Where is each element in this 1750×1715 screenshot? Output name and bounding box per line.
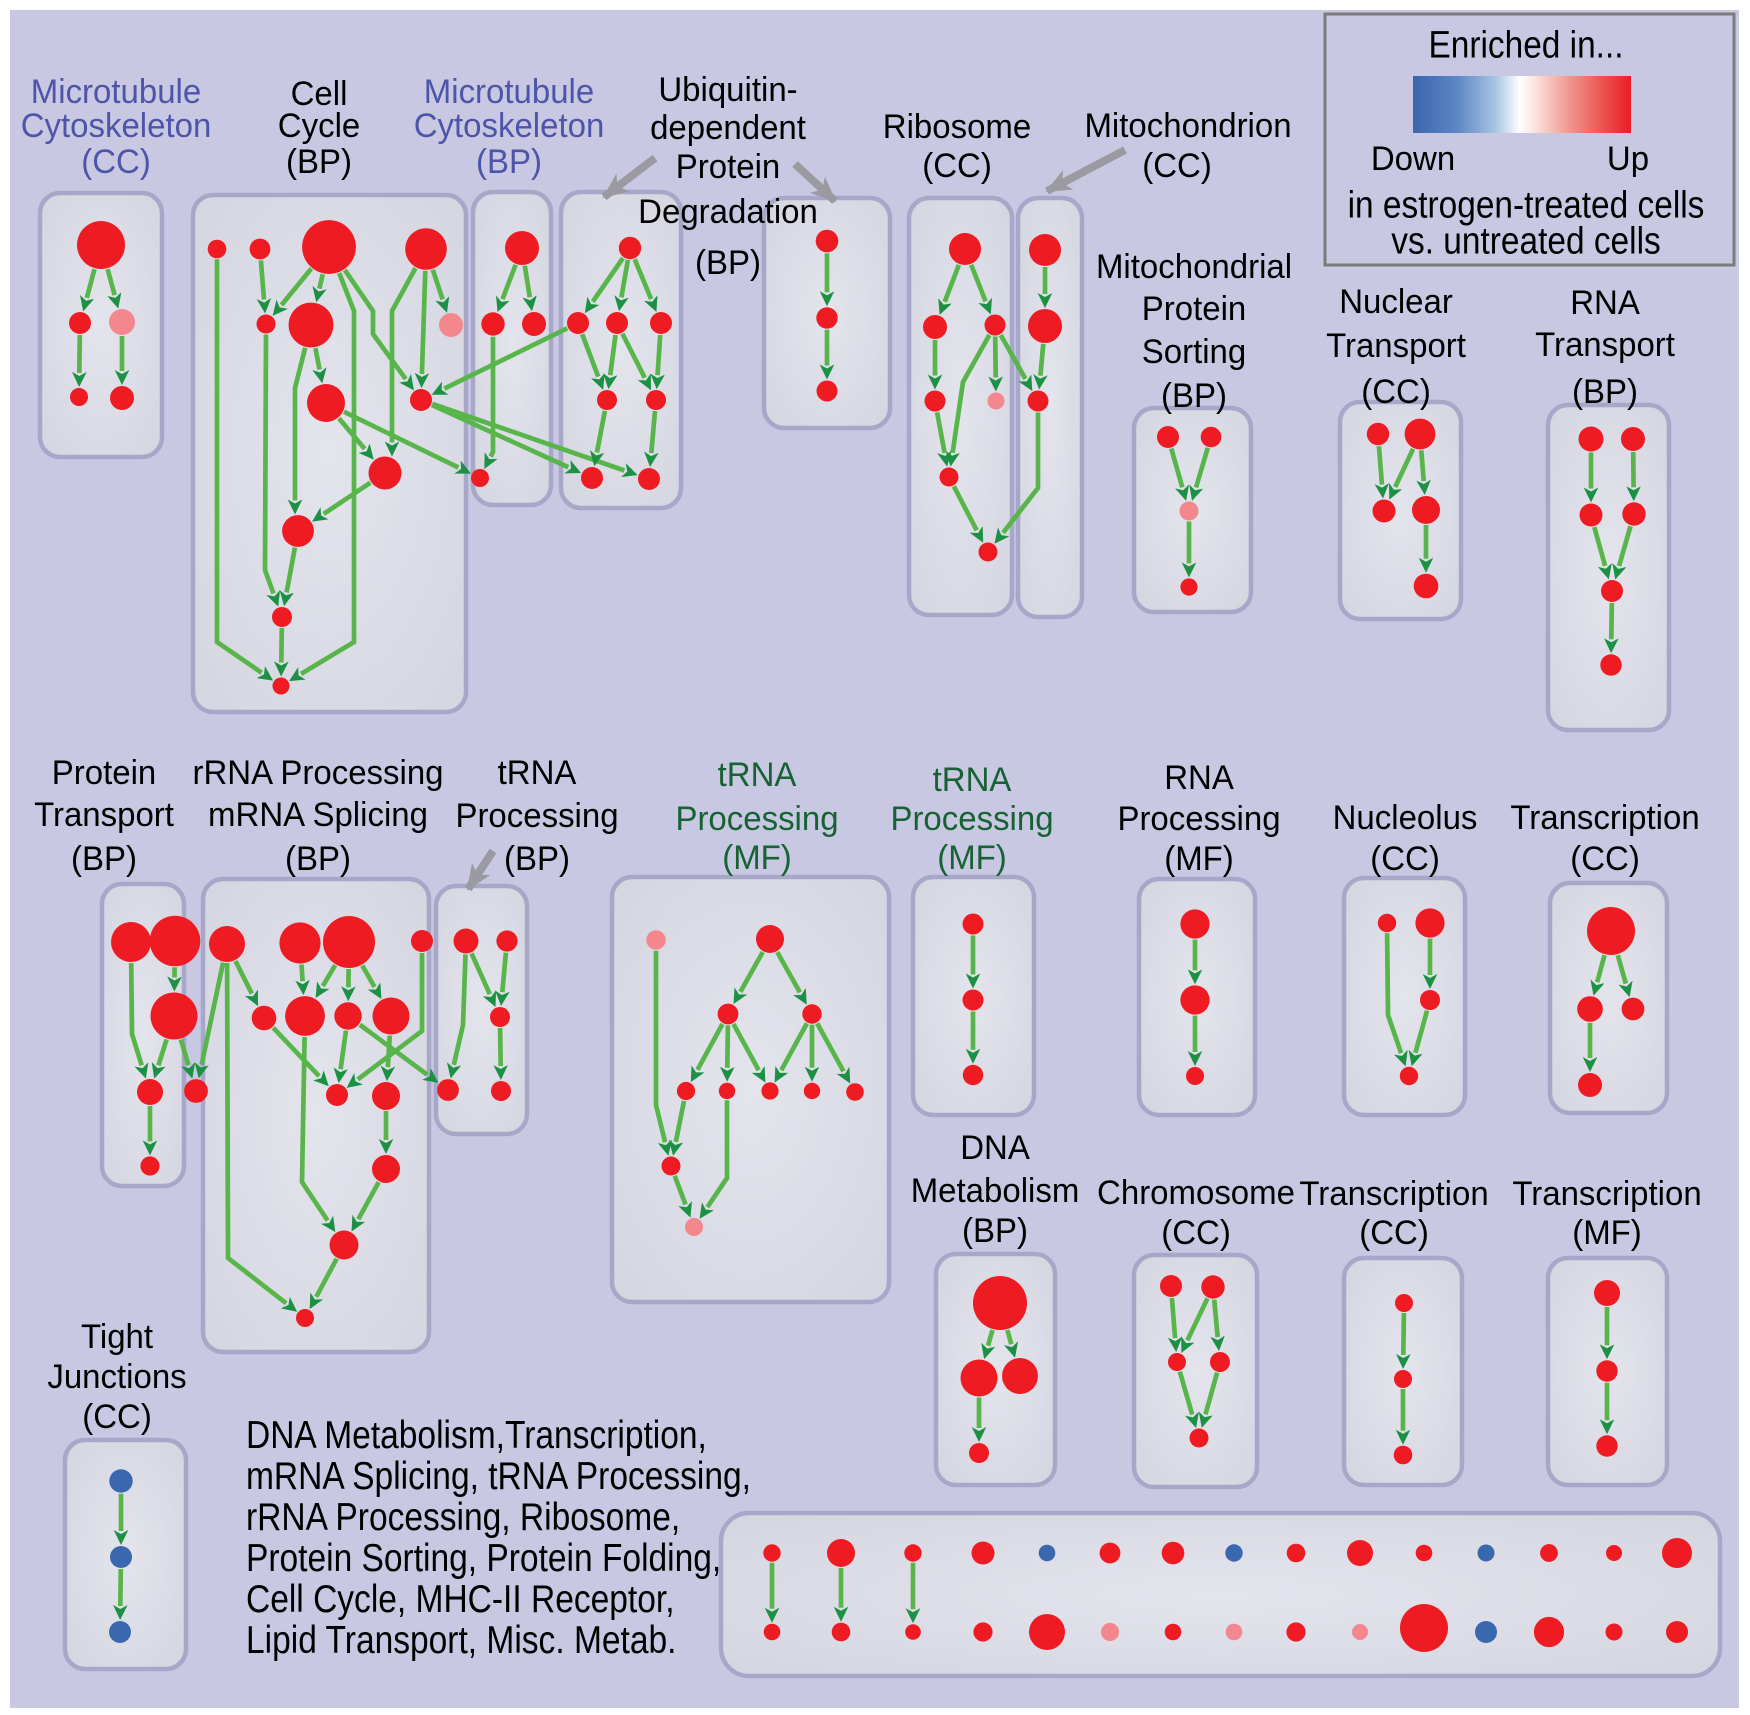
svg-text:(CC): (CC) xyxy=(1142,148,1212,186)
svg-text:(BP): (BP) xyxy=(286,144,352,182)
svg-text:Junctions: Junctions xyxy=(47,1359,186,1397)
svg-text:Mitochondrial: Mitochondrial xyxy=(1096,249,1292,287)
svg-text:Transcription: Transcription xyxy=(1510,800,1699,838)
svg-text:RNA: RNA xyxy=(1570,285,1640,323)
svg-text:Processing: Processing xyxy=(890,801,1053,839)
svg-text:Transcription: Transcription xyxy=(1512,1176,1701,1214)
svg-text:tRNA: tRNA xyxy=(718,757,797,795)
svg-text:(MF): (MF) xyxy=(722,840,792,878)
svg-text:(BP): (BP) xyxy=(71,841,137,879)
svg-text:(MF): (MF) xyxy=(1572,1215,1642,1253)
svg-text:dependent: dependent xyxy=(650,110,807,148)
svg-text:Processing: Processing xyxy=(675,801,838,839)
svg-text:Microtubule: Microtubule xyxy=(424,74,594,112)
svg-text:(BP): (BP) xyxy=(962,1213,1028,1251)
svg-text:Nuclear: Nuclear xyxy=(1339,284,1453,322)
svg-text:Up: Up xyxy=(1607,141,1649,179)
svg-text:(BP): (BP) xyxy=(1572,374,1638,412)
svg-text:Down: Down xyxy=(1371,141,1455,179)
svg-text:Microtubule: Microtubule xyxy=(31,74,201,112)
svg-text:Processing: Processing xyxy=(455,798,618,836)
svg-text:(BP): (BP) xyxy=(285,841,351,879)
svg-text:rRNA Processing: rRNA Processing xyxy=(192,755,443,793)
svg-text:Cycle: Cycle xyxy=(278,108,360,146)
svg-text:Protein: Protein xyxy=(676,149,780,187)
svg-text:(CC): (CC) xyxy=(922,148,992,186)
svg-text:vs. untreated cells: vs. untreated cells xyxy=(1391,220,1660,262)
svg-text:(CC): (CC) xyxy=(1370,841,1440,879)
svg-text:DNA: DNA xyxy=(960,1130,1030,1168)
svg-text:Cell: Cell xyxy=(291,76,348,114)
svg-text:(CC): (CC) xyxy=(1161,1215,1231,1253)
svg-text:Cytoskeleton: Cytoskeleton xyxy=(414,108,605,146)
svg-text:in estrogen-treated cells: in estrogen-treated cells xyxy=(1348,184,1705,226)
svg-text:Enriched in...: Enriched in... xyxy=(1428,24,1623,66)
svg-text:Protein: Protein xyxy=(1142,291,1246,329)
svg-text:tRNA: tRNA xyxy=(933,762,1012,800)
svg-text:(BP): (BP) xyxy=(695,245,761,283)
svg-text:Tight: Tight xyxy=(81,1319,154,1357)
svg-text:(MF): (MF) xyxy=(1164,841,1234,879)
svg-text:Transport: Transport xyxy=(1326,328,1467,366)
svg-text:DNA Metabolism,Transcription,: DNA Metabolism,Transcription, xyxy=(246,1413,707,1457)
svg-text:Lipid Transport, Misc. Metab.: Lipid Transport, Misc. Metab. xyxy=(246,1618,676,1662)
svg-text:mRNA Splicing, tRNA Processing: mRNA Splicing, tRNA Processing, xyxy=(246,1454,751,1498)
svg-text:(BP): (BP) xyxy=(504,841,570,879)
svg-text:Mitochondrion: Mitochondrion xyxy=(1084,108,1291,146)
svg-text:rRNA Processing, Ribosome,: rRNA Processing, Ribosome, xyxy=(246,1495,680,1539)
svg-text:Transcription: Transcription xyxy=(1299,1176,1488,1214)
svg-text:Metabolism: Metabolism xyxy=(911,1173,1080,1211)
svg-text:Transport: Transport xyxy=(1535,327,1676,365)
svg-text:Protein: Protein xyxy=(52,755,156,793)
svg-text:Processing: Processing xyxy=(1117,801,1280,839)
svg-text:(BP): (BP) xyxy=(476,144,542,182)
svg-text:(MF): (MF) xyxy=(937,840,1007,878)
svg-text:Chromosome: Chromosome xyxy=(1097,1175,1295,1213)
svg-text:Ubiquitin-: Ubiquitin- xyxy=(658,72,797,110)
svg-text:(CC): (CC) xyxy=(1361,374,1431,412)
svg-text:RNA: RNA xyxy=(1164,760,1234,798)
svg-text:tRNA: tRNA xyxy=(498,755,577,793)
svg-text:(CC): (CC) xyxy=(1570,841,1640,879)
svg-text:Degradation: Degradation xyxy=(638,194,818,232)
svg-text:Protein Sorting, Protein Foldi: Protein Sorting, Protein Folding, xyxy=(246,1536,721,1580)
svg-text:(CC): (CC) xyxy=(81,144,151,182)
svg-text:Transport: Transport xyxy=(34,797,175,835)
svg-text:Sorting: Sorting xyxy=(1142,334,1246,372)
svg-text:Ribosome: Ribosome xyxy=(883,109,1031,147)
svg-text:(CC): (CC) xyxy=(82,1399,152,1437)
svg-text:mRNA Splicing: mRNA Splicing xyxy=(208,797,428,835)
svg-text:Nucleolus: Nucleolus xyxy=(1333,800,1478,838)
svg-text:(BP): (BP) xyxy=(1161,378,1227,416)
svg-text:Cytoskeleton: Cytoskeleton xyxy=(21,108,212,146)
svg-text:Cell Cycle, MHC-II Receptor,: Cell Cycle, MHC-II Receptor, xyxy=(246,1577,675,1621)
svg-text:(CC): (CC) xyxy=(1359,1215,1429,1253)
